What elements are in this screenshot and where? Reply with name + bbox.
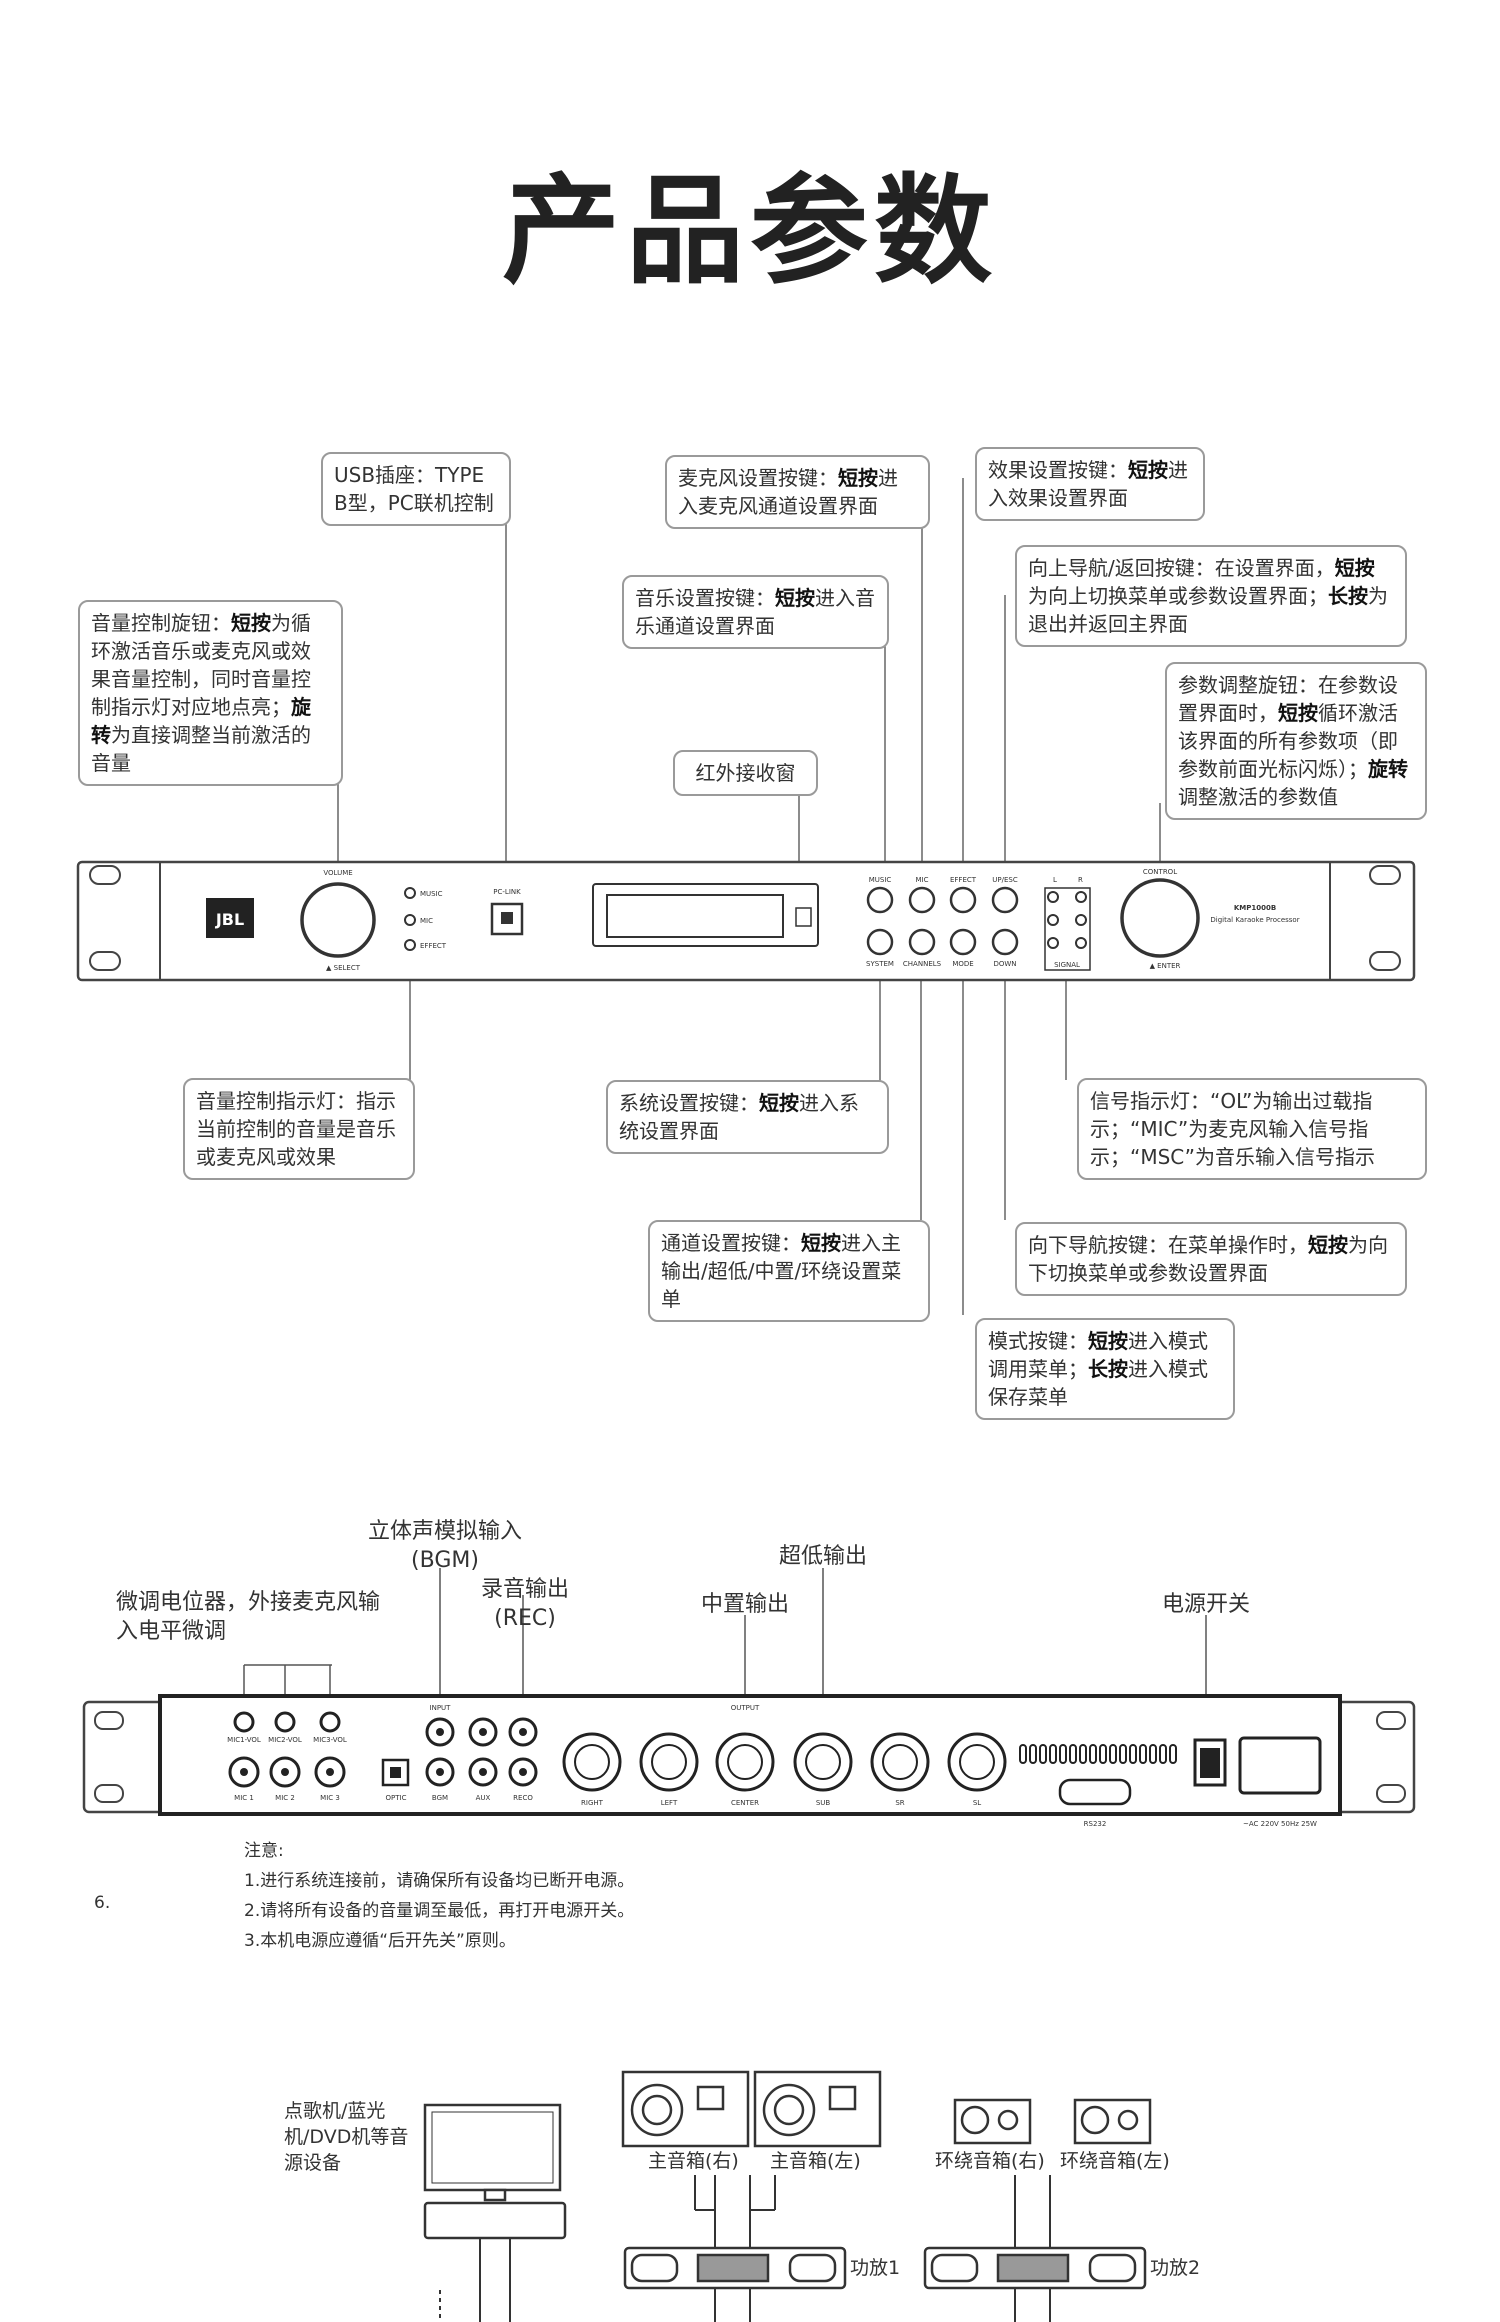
svg-text:BGM: BGM <box>432 1794 448 1802</box>
svg-text:L: L <box>1053 876 1057 884</box>
callout-signal-led: 信号指示灯：“OL”为输出过载指示；“MIC”为麦克风输入信号指示；“MSC”为… <box>1077 1078 1427 1180</box>
svg-text:SIGNAL: SIGNAL <box>1054 961 1080 969</box>
svg-text:OUTPUT: OUTPUT <box>731 1704 760 1712</box>
callout-system-key: 系统设置按键：短按进入系统设置界面 <box>606 1080 889 1154</box>
page-number: 6. <box>94 1893 111 1913</box>
callout-up-key: 向上导航/返回按键：在设置界面，短按为向上切换菜单或参数设置界面；长按为退出并返… <box>1015 545 1407 647</box>
svg-text:Digital Karaoke Processor: Digital Karaoke Processor <box>1210 916 1299 924</box>
callout-down-key: 向下导航按键：在菜单操作时，短按为向下切换菜单或参数设置界面 <box>1015 1222 1407 1296</box>
svg-text:MIC 2: MIC 2 <box>275 1794 295 1802</box>
front-buttons <box>866 886 1019 956</box>
rear-panel: MIC1-VOL MIC2-VOL MIC3-VOL MIC 1 MIC 2 M… <box>82 1694 1416 1828</box>
svg-text:CHANNELS: CHANNELS <box>903 960 942 968</box>
control-knob <box>1120 878 1200 958</box>
connection-lines <box>439 2175 1051 2322</box>
label-center-output: 中置输出 <box>700 1592 789 1617</box>
callout-vol-indicator: 音量控制指示灯：指示当前控制的音量是音乐或麦克风或效果 <box>183 1078 415 1180</box>
ir-receiver <box>795 907 812 927</box>
led-music <box>404 887 416 899</box>
label-mic-vol: 微调电位器，外接麦克风输入电平微调 <box>116 1590 381 1644</box>
svg-text:MIC 1: MIC 1 <box>234 1794 254 1802</box>
callout-music-key: 音乐设置按键：短按进入音乐通道设置界面 <box>622 575 889 649</box>
vent-slots <box>1019 1744 1177 1764</box>
callout-channels-key: 通道设置按键：短按进入主输出/超低/中置/环绕设置菜单 <box>648 1220 930 1322</box>
select-label: ▲ SELECT <box>326 964 361 972</box>
label-rec-output: 录音输出 (REC) <box>480 1577 569 1631</box>
svg-text:UP/ESC: UP/ESC <box>992 876 1018 884</box>
label-main-right: 主音箱(右) <box>648 2150 739 2172</box>
svg-text:R: R <box>1078 876 1083 884</box>
callout-usb: USB插座：TYPE B型，PC联机控制 <box>321 452 511 526</box>
svg-text:INPUT: INPUT <box>430 1704 452 1712</box>
notes-heading: 注意: <box>244 1841 284 1861</box>
svg-text:KMP1000B: KMP1000B <box>1234 904 1276 912</box>
svg-text:MIC 3: MIC 3 <box>320 1794 340 1802</box>
svg-text:SYSTEM: SYSTEM <box>866 960 894 968</box>
note-item: 2.请将所有设备的音量调至最低，再打开电源开关。 <box>244 1901 635 1921</box>
svg-text:AUX: AUX <box>476 1794 491 1802</box>
label-surround-left: 环绕音箱(左) <box>1060 2150 1170 2172</box>
mains-socket <box>1238 1736 1322 1795</box>
svg-text:SUB: SUB <box>816 1799 831 1807</box>
svg-text:RIGHT: RIGHT <box>581 1799 604 1807</box>
svg-text:MODE: MODE <box>952 960 973 968</box>
callout-mic-key: 麦克风设置按键：短按进入麦克风通道设置界面 <box>665 455 930 529</box>
callout-ir-window: 红外接收窗 <box>673 750 818 796</box>
pc-link-label: PC-LINK <box>493 888 521 896</box>
svg-text:SL: SL <box>973 1799 981 1807</box>
label-amp2: 功放2 <box>1150 2257 1201 2279</box>
callout-mode-key: 模式按键：短按进入模式调用菜单；长按进入模式保存菜单 <box>975 1318 1235 1420</box>
svg-text:MUSIC: MUSIC <box>869 876 892 884</box>
note-item: 1.进行系统连接前，请确保所有设备均已断开电源。 <box>244 1871 635 1891</box>
svg-text:▲ ENTER: ▲ ENTER <box>1150 962 1181 970</box>
front-panel: JBL VOLUME ▲ SELECT MUSIC MIC EFFECT PC-… <box>76 860 1416 982</box>
label-bgm-input: 立体声模拟输入 (BGM) <box>367 1519 522 1573</box>
callout-volume-knob: 音量控制旋钮：短按为循环激活音乐或麦克风或效果音量控制，同时音量控制指示灯对应地… <box>78 600 343 786</box>
label-amp1: 功放1 <box>850 2257 901 2279</box>
led-music-label: MUSIC <box>420 890 443 898</box>
svg-text:CONTROL: CONTROL <box>1143 868 1177 876</box>
label-power-switch: 电源开关 <box>1161 1592 1250 1617</box>
volume-knob <box>300 882 376 958</box>
svg-text:RS232: RS232 <box>1084 1820 1107 1828</box>
svg-text:MIC1-VOL: MIC1-VOL <box>227 1736 261 1744</box>
page-title: 产品参数 <box>501 162 998 300</box>
svg-text:DOWN: DOWN <box>993 960 1016 968</box>
callout-param-knob: 参数调整旋钮：在参数设置界面时，短按循环激活该界面的所有参数项（即参数前面光标闪… <box>1165 662 1427 820</box>
svg-text:MIC: MIC <box>916 876 929 884</box>
svg-text:MIC3-VOL: MIC3-VOL <box>313 1736 347 1744</box>
brand-logo <box>206 898 254 938</box>
led-effect <box>404 939 416 951</box>
svg-text:SR: SR <box>895 1799 904 1807</box>
svg-text:~AC 220V 50Hz 25W: ~AC 220V 50Hz 25W <box>1243 1820 1317 1828</box>
notes-block: 注意: 1.进行系统连接前，请确保所有设备均已断开电源。 2.请将所有设备的音量… <box>244 1836 844 1956</box>
led-mic-label: MIC <box>420 917 433 925</box>
signal-led-group <box>1044 887 1091 971</box>
svg-text:CENTER: CENTER <box>731 1799 759 1807</box>
svg-text:MIC2-VOL: MIC2-VOL <box>268 1736 302 1744</box>
label-sub-output: 超低输出 <box>778 1544 867 1569</box>
connection-diagram <box>423 2070 1152 2290</box>
brand-text: JBL <box>215 910 244 929</box>
mic-pots <box>233 1711 341 1733</box>
led-effect-label: EFFECT <box>420 942 447 950</box>
volume-label: VOLUME <box>323 869 352 877</box>
label-surround-right: 环绕音箱(右) <box>935 2150 1045 2172</box>
svg-text:RECO: RECO <box>513 1794 533 1802</box>
label-source: 点歌机/蓝光机/DVD机等音源设备 <box>284 2100 409 2174</box>
player <box>423 2201 567 2240</box>
svg-text:LEFT: LEFT <box>661 1799 678 1807</box>
rs232-port <box>1058 1778 1132 1806</box>
led-mic <box>404 914 416 926</box>
svg-text:EFFECT: EFFECT <box>950 876 977 884</box>
callout-effect-key: 效果设置按键：短按进入效果设置界面 <box>975 447 1205 521</box>
svg-text:OPTIC: OPTIC <box>386 1794 407 1802</box>
note-item: 3.本机电源应遵循“后开先关”原则。 <box>244 1931 516 1951</box>
label-main-left: 主音箱(左) <box>770 2150 861 2172</box>
